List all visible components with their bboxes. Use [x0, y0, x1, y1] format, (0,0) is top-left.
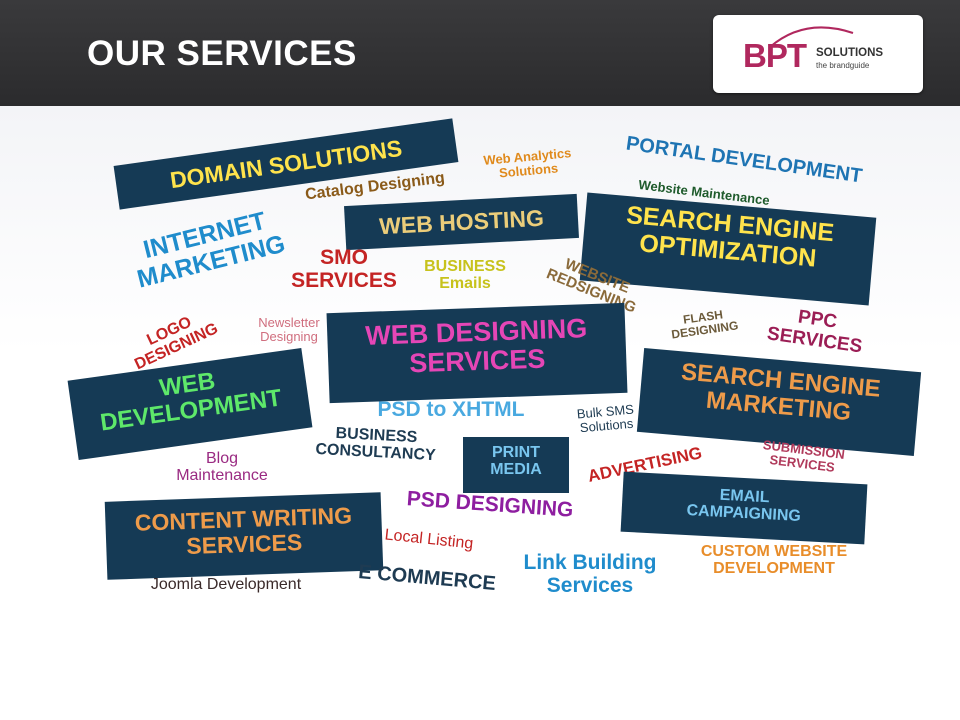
- service-business-emails: BUSINESS Emails: [424, 258, 506, 293]
- logo: BPT SOLUTIONS the brandguide: [713, 15, 923, 93]
- service-psd-to-xhtml: PSD to XHTML: [377, 398, 525, 421]
- service-smo: SMO SERVICES: [291, 246, 397, 292]
- logo-suffix: SOLUTIONS: [816, 47, 884, 59]
- service-link-building: Link Building Services: [523, 551, 657, 597]
- logo-tagline: the brandguide: [816, 61, 870, 70]
- logo-swoosh-icon: [769, 26, 854, 48]
- service-print-media: PRINT MEDIA: [463, 437, 569, 493]
- page-title: OUR SERVICES: [87, 34, 357, 73]
- logo-brand: BPT: [743, 37, 807, 74]
- service-newsletter-designing: Newsletter Designing: [258, 315, 320, 345]
- service-content-writing: CONTENT WRITING SERVICES: [104, 492, 384, 580]
- service-email-campaigning: EMAIL CAMPAIGNING: [620, 471, 868, 545]
- header-bar: OUR SERVICES BPT SOLUTIONS the brandguid…: [0, 0, 960, 106]
- service-blog-maintenance: Blog Maintenance: [176, 450, 268, 485]
- service-joomla-development: Joomla Development: [150, 576, 302, 593]
- service-web-designing: WEB DESIGNING SERVICES: [326, 302, 628, 404]
- service-custom-website: CUSTOM WEBSITE DEVELOPMENT: [700, 543, 848, 578]
